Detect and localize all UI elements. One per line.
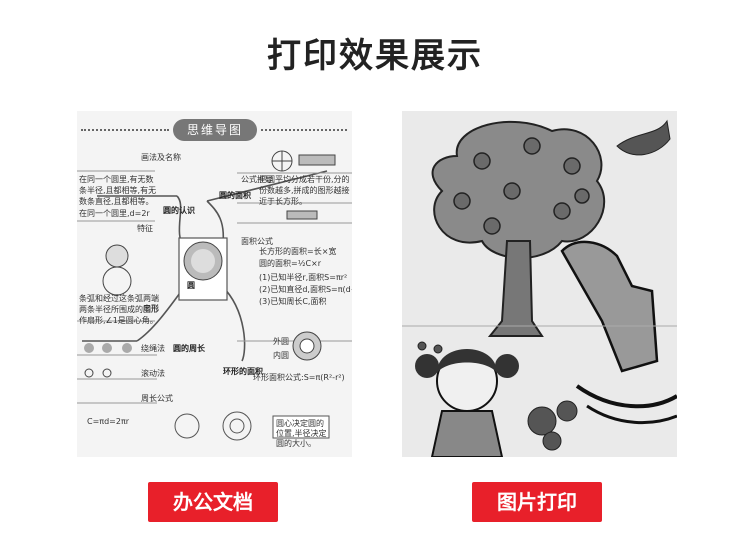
child-drawing	[402, 111, 677, 457]
label-inner: 内圆	[273, 351, 289, 360]
branch-recognize: 圆的认识	[163, 206, 195, 215]
text-t2: 条半径,且都相等,有无	[79, 186, 157, 195]
node-roll: 滚动法	[141, 369, 165, 378]
node-peri-formula: 周长公式	[141, 394, 173, 403]
text-a1: 长方形的面积=长×宽	[259, 247, 337, 256]
node-sector: 扇形	[143, 304, 159, 313]
branch-perimeter: 圆的周长	[173, 344, 205, 353]
node-area-formula: 面积公式	[241, 237, 273, 246]
node-formula: 公式推导	[241, 175, 273, 184]
text-a5: (3)已知周长C,面积	[259, 297, 327, 306]
text-t1: 在同一个圆里,有无数	[79, 175, 154, 184]
text-f3: 近于长方形。	[259, 197, 307, 206]
node-wind: 绕绳法	[141, 344, 165, 353]
mindmap-lines	[77, 150, 352, 441]
mindmap-header: 思维导图	[77, 119, 352, 141]
mindmap-title: 思维导图	[173, 119, 257, 141]
text-f1: 把圆平均分成若干份,分的	[259, 175, 350, 184]
text-a2: 圆的面积=½C×r	[259, 259, 322, 268]
text-a4: (2)已知直径d,面积S=π(d÷2)²	[259, 285, 352, 294]
office-document-preview: 思维导图	[77, 111, 352, 457]
text-t5: 条弧和经过这条弧两端	[79, 294, 159, 303]
branch-area: 圆的面积	[219, 191, 251, 200]
office-document-label: 办公文档	[148, 482, 278, 522]
page-heading: 打印效果展示	[267, 36, 483, 76]
text-f2: 份数越多,拼成的图形越接	[259, 186, 350, 195]
node-feature: 特征	[137, 224, 153, 233]
text-t4: 在同一个圆里,d=2r	[79, 209, 150, 218]
label-outer: 外圆	[273, 337, 289, 346]
node-name: 画法及名称	[141, 153, 181, 162]
text-t3: 数条直径,且都相等。	[79, 197, 154, 206]
text-c-formula: C=πd=2πr	[87, 417, 130, 426]
text-a3: (1)已知半径r,面积S=πr²	[259, 273, 348, 282]
text-t6: 两条半径所围成的图形	[79, 305, 159, 314]
branch-ring: 环形的面积	[223, 367, 263, 376]
picture-print-preview	[402, 111, 677, 457]
center-label: 圆	[187, 281, 195, 290]
text-ring-formula: 环形面积公式:S=π(R²-r²)	[253, 373, 345, 382]
text-note: 圆心决定圆的位置,半径决定圆的大小。	[276, 419, 327, 448]
picture-print-label: 图片打印	[472, 482, 602, 522]
text-t7: 作扇形,∠1是圆心角。	[79, 316, 158, 325]
